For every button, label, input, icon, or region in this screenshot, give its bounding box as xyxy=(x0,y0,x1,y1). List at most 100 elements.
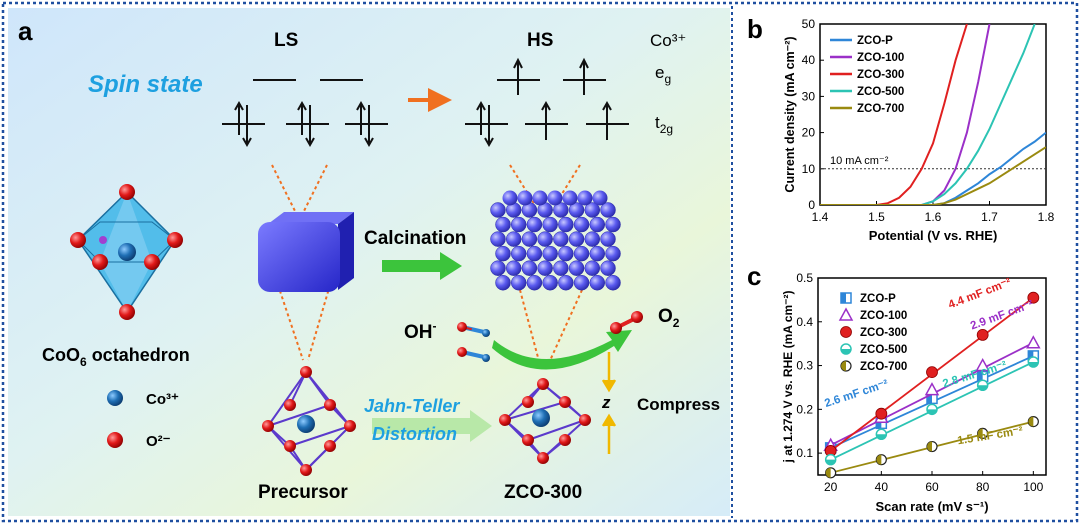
data-point-fill xyxy=(1028,362,1039,368)
series-line xyxy=(820,146,1046,205)
particle xyxy=(510,245,527,262)
legend-co-label: Co³⁺ xyxy=(146,391,179,408)
compress-arrows xyxy=(601,352,617,454)
jahn-teller-label: Jahn-Teller xyxy=(364,396,460,416)
y-tick-label: 40 xyxy=(802,53,816,67)
particle xyxy=(589,216,606,233)
octahedron-label: CoO6 octahedron xyxy=(42,345,190,369)
data-point-fill xyxy=(977,428,983,439)
legend-label: ZCO-100 xyxy=(860,310,907,322)
spin-state-title: Spin state xyxy=(88,71,203,98)
precursor-label: Precursor xyxy=(258,482,348,503)
coo6-octahedron xyxy=(70,184,183,320)
legend-label: ZCO-P xyxy=(860,293,896,305)
data-point-fill xyxy=(876,434,887,440)
particle xyxy=(600,202,616,218)
panel-c-label: c xyxy=(747,261,761,291)
particle xyxy=(526,216,543,233)
distortion-label: Distortion xyxy=(372,424,457,444)
particle xyxy=(605,245,621,262)
particle xyxy=(537,231,553,247)
x-tick-label: 1.5 xyxy=(868,210,885,224)
y-tick-label: 0.2 xyxy=(796,402,813,416)
legend-label: ZCO-P xyxy=(857,35,893,47)
z-axis-label: z xyxy=(601,393,611,412)
particle xyxy=(568,231,585,247)
particle xyxy=(600,260,616,276)
zco300-particle-cluster xyxy=(490,190,621,291)
precursor-cube xyxy=(258,212,354,292)
particle xyxy=(517,190,533,206)
particle xyxy=(505,231,522,247)
y-axis-label: Current density (mA cm⁻²) xyxy=(783,36,797,192)
ls-orbital-diagram xyxy=(222,79,388,148)
particle xyxy=(537,260,553,276)
x-tick-label: 20 xyxy=(824,480,838,494)
data-point-fill xyxy=(876,418,882,429)
particle xyxy=(592,190,608,206)
t2g-label: t2g xyxy=(655,113,673,136)
particle xyxy=(600,231,616,247)
x-tick-label: 40 xyxy=(875,480,889,494)
y-tick-label: 10 xyxy=(802,162,816,176)
data-point-fill xyxy=(841,361,846,371)
data-point-fill xyxy=(927,441,932,452)
particle xyxy=(573,274,590,291)
panel-b-label: b xyxy=(747,14,763,44)
data-point xyxy=(976,329,989,341)
y-tick-label: 20 xyxy=(802,126,816,140)
data-point-fill xyxy=(841,349,851,354)
series-line xyxy=(820,24,1036,205)
particle xyxy=(547,190,563,206)
particle xyxy=(542,216,558,233)
zco300-atoms xyxy=(499,378,591,464)
y-tick-label: 0.4 xyxy=(796,315,813,329)
particle xyxy=(521,231,538,247)
data-point xyxy=(1027,291,1040,304)
x-axis-label: Scan rate (mV s⁻¹) xyxy=(875,499,988,514)
y-tick-label: 0.1 xyxy=(796,446,813,460)
compress-label: Compress xyxy=(637,395,720,414)
precursor-octahedron xyxy=(267,371,351,471)
particle xyxy=(526,274,543,291)
particle xyxy=(577,190,593,206)
legend-label: ZCO-500 xyxy=(857,86,904,98)
y-axis-label: j at 1.274 V vs. RHE (mA cm⁻²) xyxy=(781,291,795,464)
particle xyxy=(542,274,558,291)
legend-label: ZCO-100 xyxy=(857,52,904,64)
eg-label: eg xyxy=(655,63,671,86)
oh-label: OH- xyxy=(404,319,437,343)
particle xyxy=(568,260,585,276)
projection-lines xyxy=(271,164,583,366)
particle xyxy=(490,202,506,218)
y-tick-label: 50 xyxy=(802,17,816,31)
reaction-arrow xyxy=(492,330,632,370)
data-point-fill xyxy=(977,385,988,391)
particle xyxy=(589,245,606,262)
particle xyxy=(605,216,621,233)
particle xyxy=(510,274,527,291)
particle xyxy=(605,274,621,291)
legend-label: ZCO-300 xyxy=(860,327,907,339)
data-point-fill xyxy=(927,409,937,415)
o2-label: O2 xyxy=(658,306,680,330)
particle xyxy=(532,190,548,206)
y-tick-label: 0 xyxy=(808,198,815,212)
x-tick-label: 1.7 xyxy=(981,210,998,224)
data-point xyxy=(840,326,852,338)
legend-label: ZCO-500 xyxy=(860,344,907,356)
y-tick-label: 30 xyxy=(802,89,816,103)
particle xyxy=(573,216,590,233)
data-point xyxy=(1026,335,1041,349)
legend-label: ZCO-700 xyxy=(860,361,907,373)
particle xyxy=(584,202,601,218)
calcination-arrow xyxy=(382,252,462,280)
data-point-fill xyxy=(876,454,882,465)
particle xyxy=(553,231,569,247)
particle xyxy=(584,260,601,276)
